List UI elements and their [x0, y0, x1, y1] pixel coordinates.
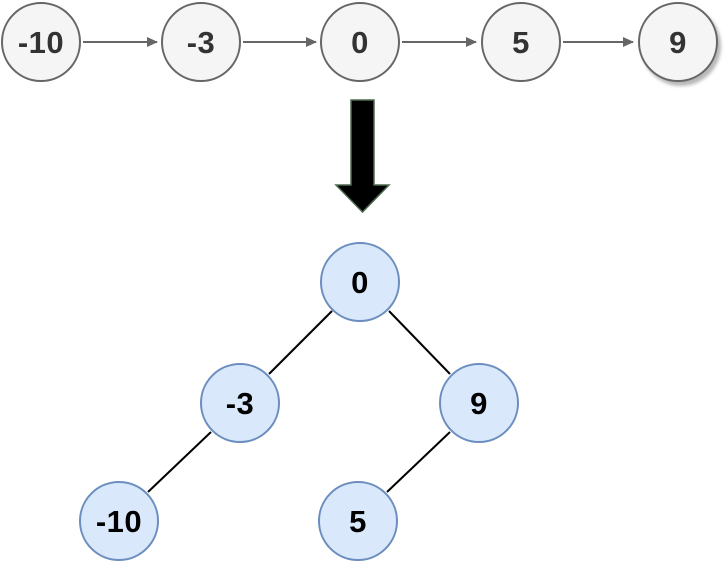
transform-down-arrow-icon — [334, 99, 391, 214]
tree-node-root-value: 0 — [351, 264, 369, 300]
tree-node-right-left: 5 — [318, 481, 398, 561]
tree-edge-root-left — [268, 310, 333, 375]
list-node-1-value: -10 — [17, 24, 65, 60]
list-node-5-value: 9 — [669, 24, 687, 60]
tree-node-root: 0 — [320, 242, 400, 322]
list-node-5: 9 — [638, 2, 718, 82]
tree-node-right-value: 9 — [470, 385, 488, 421]
list-node-3-value: 0 — [351, 24, 369, 60]
list-node-1: -10 — [1, 2, 81, 82]
tree-node-left: -3 — [200, 363, 280, 443]
tree-node-right: 9 — [439, 363, 519, 443]
tree-node-left-left: -10 — [79, 481, 159, 561]
tree-node-left-value: -3 — [225, 385, 255, 421]
tree-edge-left-leftleft — [147, 431, 212, 493]
tree-node-left-left-value: -10 — [95, 503, 143, 539]
tree-edge-root-right — [388, 310, 451, 375]
list-node-3: 0 — [320, 2, 400, 82]
list-node-2-value: -3 — [186, 24, 216, 60]
list-node-4: 5 — [481, 2, 561, 82]
list-node-4-value: 5 — [512, 24, 530, 60]
tree-edge-right-rightleft — [386, 431, 451, 493]
tree-node-right-left-value: 5 — [349, 503, 367, 539]
list-node-2: -3 — [161, 2, 241, 82]
